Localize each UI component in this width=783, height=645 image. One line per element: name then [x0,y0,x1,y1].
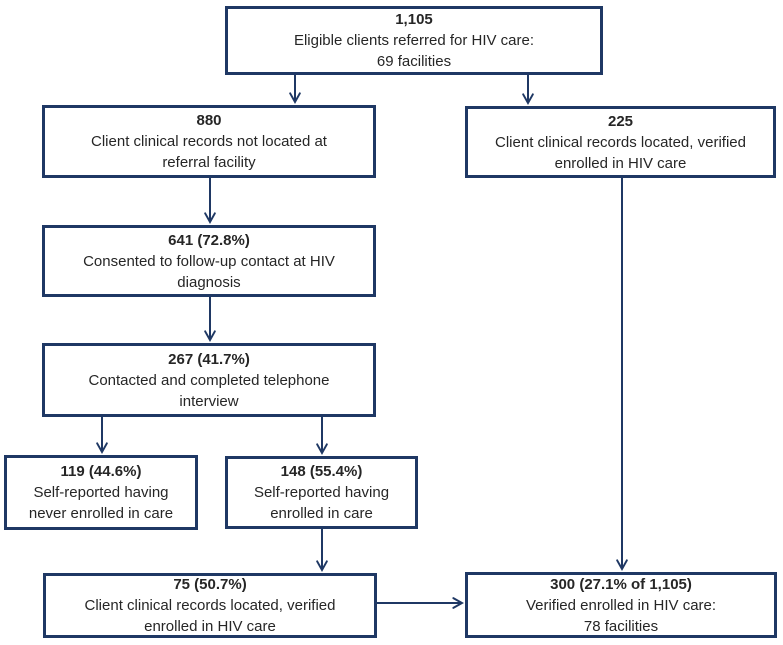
box-number: 119 (44.6%) [60,463,142,480]
box-records-not-located: 880 Client clinical records not located … [42,105,376,178]
box-number: 1,105 [395,11,433,28]
box-description: Client clinical records located, verifie… [84,597,336,635]
box-self-reported-never: 119 (44.6%) Self-reported having never e… [4,455,198,530]
box-number: 641 (72.8%) [168,231,250,249]
box-number: 225 [607,112,634,130]
box-description: Contacted and completed telephone interv… [88,371,330,410]
box-description: Consented to follow-up contact at HIV di… [83,252,335,291]
box-description: Eligible clients referred for HIV care: … [293,32,535,70]
box-number: 148 (55.4%) [280,463,363,480]
box-verified-total: 300 (27.1% of 1,105) Verified enrolled i… [465,572,777,638]
box-number: 75 (50.7%) [173,576,247,593]
box-description: Client clinical records located, verifie… [495,133,746,172]
box-description: Verified enrolled in HIV care: 78 facili… [525,596,717,635]
box-contacted-interviewed: 267 (41.7%) Contacted and completed tele… [42,343,376,417]
box-number: 880 [196,112,222,129]
box-description: Client clinical records not located at r… [91,133,327,171]
box-consented-followup: 641 (72.8%) Consented to follow-up conta… [42,225,376,297]
box-description: Self-reported having never enrolled in c… [28,484,174,522]
box-number: 267 (41.7%) [168,350,250,368]
box-self-reported-enrolled: 148 (55.4%) Self-reported having enrolle… [225,456,418,529]
box-number: 300 (27.1% of 1,105) [550,575,692,593]
box-description: Self-reported having enrolled in care [253,484,390,522]
box-eligible-referred: 1,105 Eligible clients referred for HIV … [225,6,603,75]
box-records-verified-subset: 75 (50.7%) Client clinical records locat… [43,573,377,638]
box-records-located-verified: 225 Client clinical records located, ver… [465,106,776,178]
